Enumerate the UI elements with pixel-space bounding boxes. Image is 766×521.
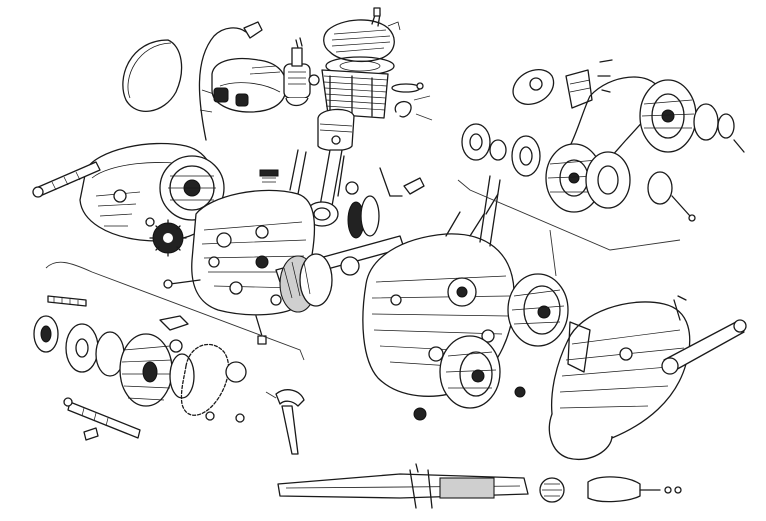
connecting-rod [305, 149, 343, 227]
front-variator-upper [545, 143, 696, 222]
control-cable-loop [122, 39, 183, 112]
cylinder-head [323, 7, 401, 63]
gear-shaft [63, 397, 141, 441]
exhaust-baffle [539, 476, 682, 503]
selector-fork [265, 389, 305, 455]
clutch-assembly [33, 295, 195, 407]
cylinder-barrel [321, 69, 389, 119]
cylinder-studs [259, 149, 345, 197]
group-bracket-lower-left [45, 229, 557, 361]
air-filter-housing [211, 57, 287, 113]
exhaust-silencer [277, 463, 529, 509]
crankcase-bolts [163, 167, 425, 345]
carburettor [283, 37, 320, 107]
rear-pulley [639, 79, 745, 153]
kickstart-shaft [32, 161, 101, 198]
cylinder-small-parts [391, 82, 433, 121]
piston [317, 108, 355, 152]
variator-pulley-front [507, 273, 569, 347]
variator-pulley-lower [413, 335, 526, 421]
primary-chain [180, 343, 247, 423]
crankcase-studs [479, 175, 501, 247]
group-bracket-upper-right [457, 179, 681, 251]
crankshaft [255, 195, 405, 313]
rear-variator-assembly [461, 59, 613, 177]
kickstart-pedal [567, 319, 747, 375]
ignition-lead [198, 21, 263, 141]
drive-sprocket [149, 219, 187, 257]
right-side-cover [548, 295, 691, 461]
